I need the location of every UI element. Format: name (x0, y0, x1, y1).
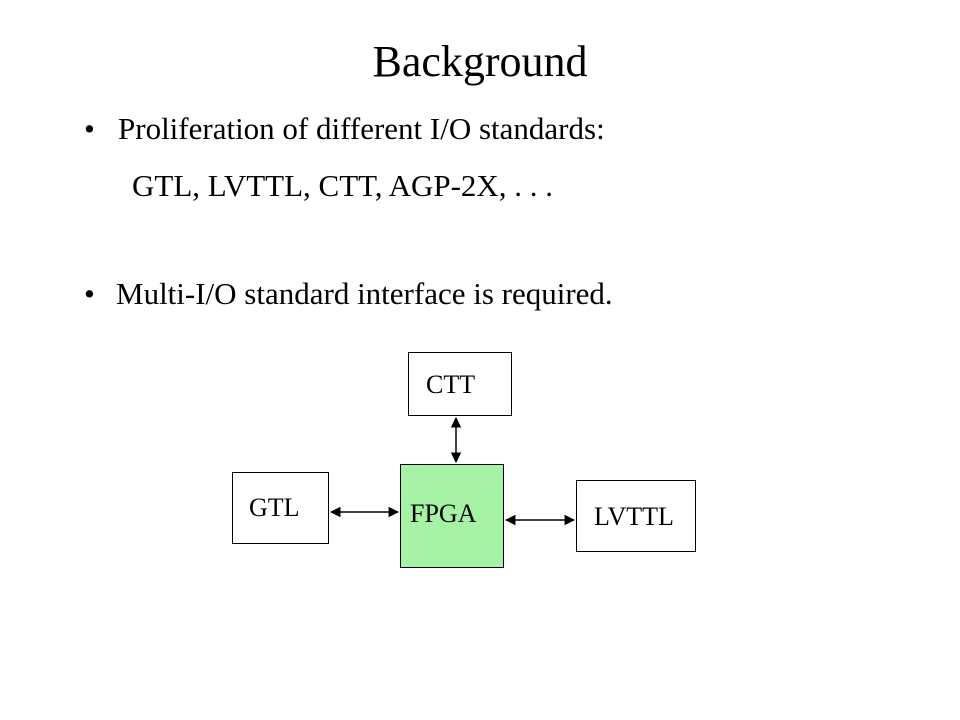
io-standards-list: GTL, LVTTL, CTT, AGP-2X, . . . (132, 168, 554, 203)
lvttl-box: LVTTL (576, 480, 696, 552)
bullet-text-2: Multi-I/O standard interface is required… (116, 276, 613, 311)
fpga-label: FPGA (410, 499, 477, 528)
lvttl-label: LVTTL (594, 502, 674, 531)
fpga-box: FPGA (400, 464, 504, 568)
bullet-marker: • (84, 111, 95, 146)
bullet-text-1: Proliferation of different I/O standards… (118, 111, 605, 146)
bullet-marker: • (84, 276, 95, 311)
gtl-box: GTL (232, 472, 329, 544)
ctt-box: CTT (408, 352, 512, 416)
ctt-label: CTT (426, 370, 476, 399)
slide-title: Background (372, 37, 588, 86)
gtl-label: GTL (249, 493, 300, 522)
